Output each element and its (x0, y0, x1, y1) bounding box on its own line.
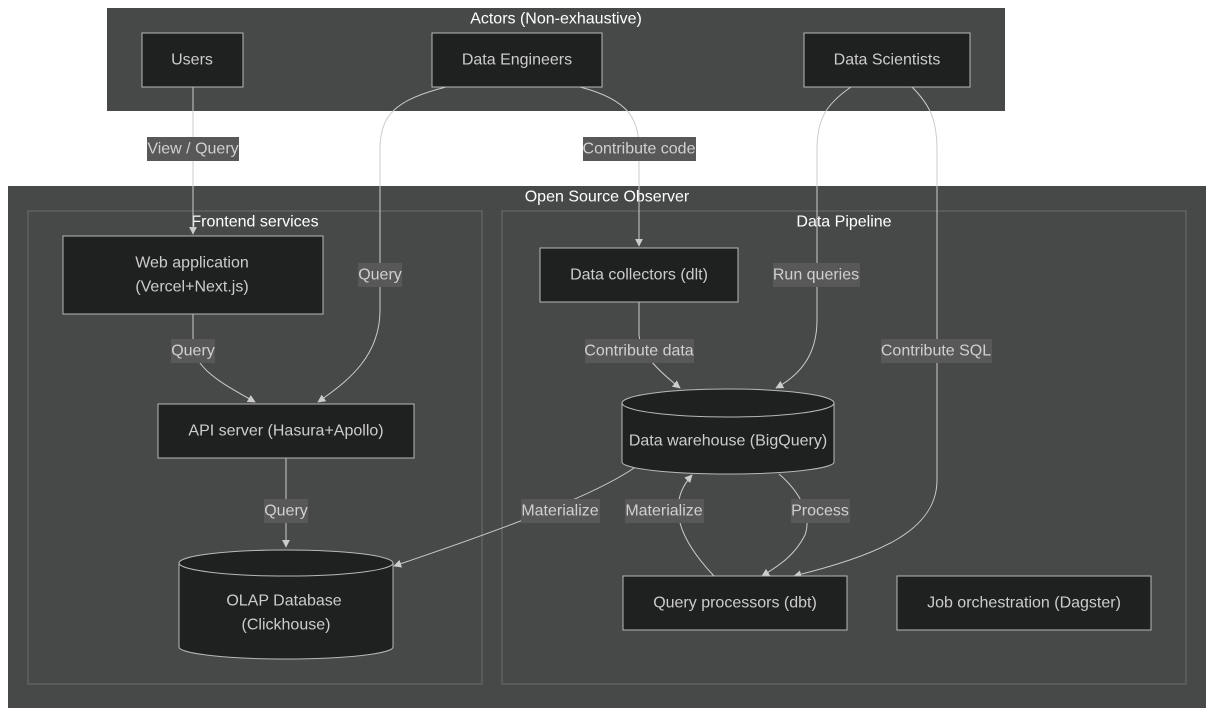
data-collectors-label: Data collectors (dlt) (570, 267, 708, 284)
edge-warehouse-processors (761, 473, 808, 577)
node-data-warehouse: Data warehouse (BigQuery) (621, 388, 835, 475)
edge-label-contribute-code: Contribute code (583, 137, 696, 161)
web-application-label-line1: Web application (135, 255, 249, 272)
pipeline-cluster-title: Data Pipeline (796, 214, 891, 231)
edge-scientists-warehouse (775, 86, 852, 389)
node-users: Users (141, 32, 244, 88)
edge-labels: View / Query Contribute code Query Run q… (147, 137, 992, 523)
edge-label-materialize-olap: Materialize (521, 499, 600, 523)
actors-cluster-title: Actors (Non-exhaustive) (470, 11, 642, 28)
frontend-cluster-title: Frontend services (191, 214, 318, 231)
edge-label-api-query: Query (264, 499, 308, 523)
svg-text:Process: Process (791, 503, 849, 520)
svg-text:Query: Query (171, 343, 215, 360)
edge-processors-warehouse (677, 474, 715, 577)
edge-label-view-query: View / Query (147, 137, 239, 161)
node-data-collectors: Data collectors (dlt) (539, 247, 739, 303)
node-query-processors: Query processors (dbt) (622, 575, 848, 631)
job-orchestration-label: Job orchestration (Dagster) (927, 595, 1121, 612)
edge-label-process: Process (791, 499, 850, 523)
data-scientists-label: Data Scientists (834, 52, 941, 69)
node-web-application: Web application (Vercel+Next.js) (62, 235, 324, 315)
node-olap-database: OLAP Database (Clickhouse) (178, 549, 394, 660)
edge-scientists-processors (793, 86, 938, 579)
svg-text:Materialize: Materialize (625, 503, 702, 520)
node-data-scientists: Data Scientists (803, 32, 971, 88)
query-processors-label: Query processors (dbt) (653, 595, 817, 612)
users-label: Users (171, 52, 213, 69)
svg-text:Query: Query (264, 503, 308, 520)
web-application-label-line2: (Vercel+Next.js) (135, 279, 248, 296)
node-job-orchestration: Job orchestration (Dagster) (896, 575, 1152, 631)
svg-text:Contribute code: Contribute code (583, 141, 696, 158)
svg-text:Run queries: Run queries (773, 267, 859, 284)
data-engineers-label: Data Engineers (462, 52, 572, 69)
olap-database-label-line2: (Clickhouse) (242, 617, 331, 634)
edge-label-run-queries: Run queries (773, 263, 860, 287)
svg-text:Query: Query (358, 267, 402, 284)
edge-label-materialize-warehouse: Materialize (625, 499, 704, 523)
node-api-server: API server (Hasura+Apollo) (157, 403, 415, 459)
svg-text:Materialize: Materialize (521, 503, 598, 520)
olap-database-label-line1: OLAP Database (226, 593, 341, 610)
edge-label-contribute-sql: Contribute SQL (881, 339, 992, 363)
edge-label-webapp-query: Query (171, 339, 215, 363)
edge-label-engineers-query: Query (358, 263, 402, 287)
node-data-engineers: Data Engineers (431, 32, 603, 88)
edge-engineers-api (317, 86, 447, 403)
edge-label-contribute-data: Contribute data (584, 339, 694, 363)
api-server-label: API server (Hasura+Apollo) (188, 423, 383, 440)
svg-text:View / Query: View / Query (147, 141, 238, 158)
data-warehouse-label: Data warehouse (BigQuery) (629, 433, 827, 450)
svg-text:Contribute data: Contribute data (584, 343, 694, 360)
svg-text:Contribute SQL: Contribute SQL (881, 343, 991, 360)
oso-cluster-title: Open Source Observer (525, 189, 690, 206)
